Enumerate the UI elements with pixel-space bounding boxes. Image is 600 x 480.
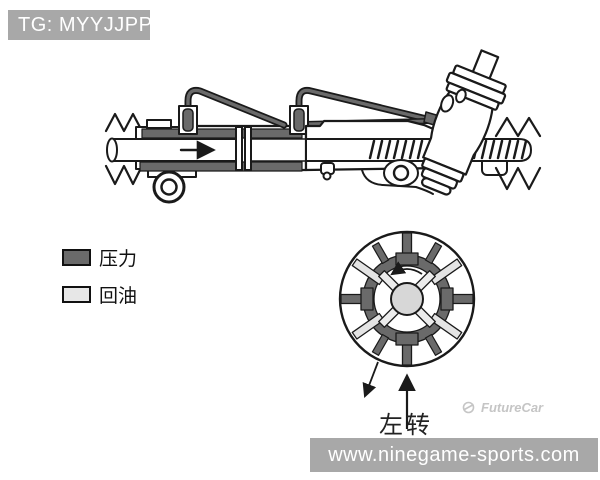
pressure-slot-ne	[424, 242, 443, 265]
pressure-port-bottom	[395, 332, 419, 366]
valve-ring-outline-inner	[373, 265, 441, 333]
pressure-port-right	[440, 287, 474, 311]
pressure-chamber-bottom	[139, 161, 303, 172]
callout-arrow-diagonal	[362, 361, 379, 399]
pinion-bracket-hole	[392, 164, 410, 182]
piston-ring-1	[235, 126, 243, 171]
rack-rod-left	[111, 138, 237, 162]
drain-fitting-tip	[322, 171, 332, 181]
futurecar-logo-icon	[462, 401, 475, 414]
url-banner: www.ninegame-sports.com	[310, 438, 598, 472]
pressure-swatch	[62, 249, 91, 266]
pressure-slot-sw	[371, 333, 390, 356]
gland-tab	[146, 119, 172, 129]
control-valve-housing	[420, 49, 507, 196]
pressure-slot-se	[424, 333, 443, 356]
valve-side-port-small	[455, 88, 467, 104]
hose-2	[297, 88, 433, 122]
break-symbol-right-bottom	[494, 166, 542, 191]
valve-body	[422, 90, 494, 176]
pressure-chamber-top	[141, 128, 303, 139]
valve-side-port-large	[440, 94, 455, 113]
return-label: 回油	[99, 286, 138, 307]
break-symbol-left-top	[104, 112, 144, 133]
legend-item-pressure: 压力	[62, 244, 137, 271]
url-banner-text: www.ninegame-sports.com	[328, 444, 580, 466]
hose-1	[186, 88, 286, 127]
tag-banner-text: TG: MYYJJPP	[18, 14, 153, 36]
cylinder-port-1-hose-end	[182, 108, 194, 132]
piston-ring-2	[244, 126, 252, 171]
rotation-arrow	[390, 261, 423, 276]
rack-rod-left-end	[106, 137, 118, 163]
rack-rod-mid	[250, 138, 307, 162]
legend: 压力 回油	[62, 244, 137, 318]
watermark-text: FutureCar	[481, 400, 544, 415]
rotary-valve-section	[338, 230, 476, 368]
valve-rotor-center	[390, 282, 424, 316]
return-swatch	[62, 286, 91, 303]
return-slot-ne	[429, 258, 463, 286]
valve-bottom-cap	[420, 177, 452, 196]
legend-item-return: 回油	[62, 281, 137, 308]
tag-banner: TG: MYYJJPP	[8, 10, 153, 40]
break-symbol-left-bottom	[104, 164, 144, 186]
pressure-slot-nw	[371, 242, 390, 265]
return-slot-se	[429, 312, 463, 340]
return-slot-nw	[351, 258, 385, 286]
turn-left-label: 左转	[379, 412, 433, 439]
pressure-label: 压力	[99, 249, 138, 270]
break-symbol-right-top	[494, 116, 542, 138]
watermark: FutureCar	[461, 400, 543, 415]
cylinder-port-2-hose-end	[293, 108, 305, 132]
return-slot-sw	[351, 312, 385, 340]
pressure-port-left	[340, 287, 374, 311]
bushing-inner	[160, 178, 178, 196]
